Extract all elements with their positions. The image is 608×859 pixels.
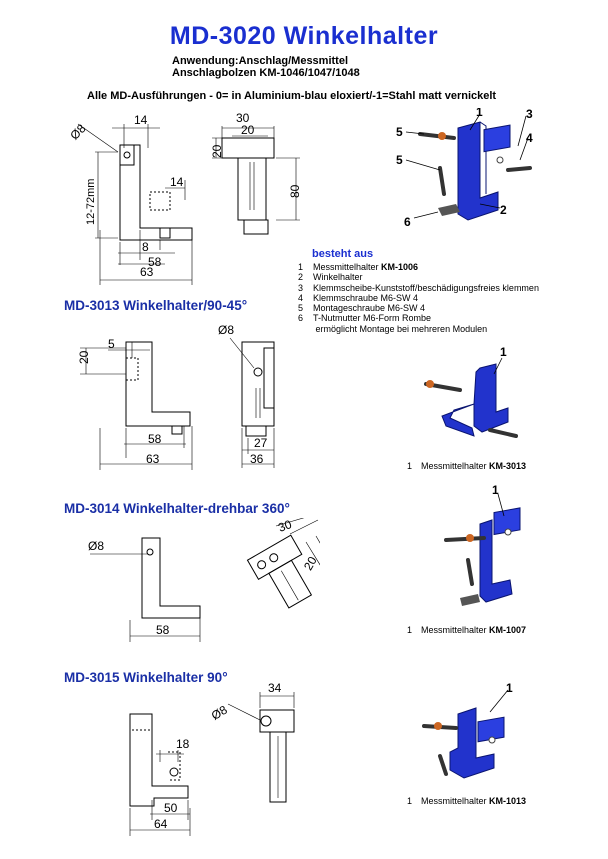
section-title-md3015: MD-3015 Winkelhalter 90° — [64, 670, 228, 685]
hidden-line — [149, 191, 171, 211]
callout-6: 6 — [404, 215, 411, 229]
md3013-dim-dia8: Ø8 — [218, 323, 234, 337]
dim-dia8: Ø8 — [67, 121, 88, 142]
side-view-foot — [243, 219, 269, 235]
md3013-dim-27: 27 — [254, 436, 268, 450]
md3013-callout-1: 1 — [500, 345, 507, 359]
md3014-callout-1: 1 — [492, 484, 499, 497]
md3013-assembly-image: 1 — [424, 345, 518, 438]
bracket-front-outline — [119, 144, 193, 241]
holder-bore — [496, 156, 504, 164]
dim-8: 8 — [142, 240, 149, 254]
dim-30: 30 — [236, 111, 250, 125]
md3014-assembly-image: 1 — [444, 484, 521, 606]
subtitle-bolts: Anschlagbolzen KM-1046/1047/1048 — [172, 67, 360, 79]
md3015-dim-18: 18 — [176, 737, 190, 751]
md3013-dim-20: 20 — [77, 350, 91, 364]
md3014-dim-58: 58 — [156, 623, 170, 637]
main-technical-drawing: 14 Ø8 12-72mm 14 8 58 63 30 20 20 80 — [67, 111, 302, 285]
callout-5b: 5 — [396, 153, 403, 167]
callout-3: 3 — [526, 108, 533, 121]
clamp-holder-part — [483, 124, 511, 153]
md3014-dim-dia8: Ø8 — [88, 539, 104, 553]
md3013-dim-5: 5 — [108, 337, 115, 351]
md3015-callout-1: 1 — [506, 682, 513, 695]
md3015-dim-50: 50 — [164, 801, 178, 815]
page-title: MD-3020 Winkelhalter — [169, 22, 439, 50]
md3013-dim-63: 63 — [146, 452, 160, 466]
callout-2: 2 — [500, 203, 507, 217]
parts-heading: besteht aus — [312, 248, 374, 260]
dim-20-top: 20 — [241, 123, 255, 137]
callout-4: 4 — [526, 131, 533, 145]
md3013-dim-36: 36 — [250, 452, 264, 466]
clamp-screw-part — [506, 166, 532, 172]
callout-1: 1 — [476, 108, 483, 119]
md3015-drawing: 34 Ø8 18 50 64 — [129, 681, 295, 836]
dim-80: 80 — [288, 184, 302, 198]
md3014-drawing: Ø8 58 30 20 — [88, 518, 320, 642]
screw-part — [418, 132, 456, 140]
washer-part — [438, 132, 446, 140]
md3013-dim-58: 58 — [148, 432, 162, 446]
side-view-body — [237, 157, 267, 221]
md3013-drawing: 5 20 58 63 Ø8 27 36 — [77, 323, 275, 470]
subtitle-application: Anwendung:Anschlag/Messmittel — [172, 55, 349, 67]
t-nut-part — [438, 204, 460, 216]
callout-5a: 5 — [396, 125, 403, 139]
assembly-parts — [418, 121, 532, 221]
side-view-top — [221, 137, 275, 159]
section-title-md3014: MD-3014 Winkelhalter-drehbar 360° — [64, 501, 290, 516]
md3015-dim-34: 34 — [268, 681, 282, 695]
dim-63: 63 — [140, 265, 154, 279]
main-assembly-image: 5 1 3 4 5 2 6 — [396, 108, 533, 229]
dim-12-72: 12-72mm — [85, 179, 97, 225]
dim-14-side: 14 — [170, 175, 184, 189]
md3014-dim-20: 20 — [301, 554, 320, 573]
mount-screw-part — [438, 166, 446, 196]
md3015-dim-dia8: Ø8 — [209, 703, 230, 723]
md3015-assembly-image: 1 — [422, 682, 513, 779]
md3015-dim-64: 64 — [154, 817, 168, 831]
parts-item: ermöglicht Montage bei mehreren Modulen — [313, 323, 488, 334]
bracket-clamp-block — [119, 144, 135, 166]
section-title-md3013: MD-3013 Winkelhalter/90-45° — [64, 298, 248, 313]
material-note: Alle MD-Ausführungen - 0= in Aluminium-b… — [87, 90, 497, 102]
angle-bracket-part — [457, 121, 499, 221]
dim-58: 58 — [148, 255, 162, 269]
bolt-head — [159, 227, 171, 239]
dim-14-top: 14 — [134, 113, 148, 127]
dim-20-side: 20 — [210, 144, 224, 158]
bore-circle — [123, 151, 131, 159]
md3014-dim-30: 30 — [276, 518, 294, 535]
